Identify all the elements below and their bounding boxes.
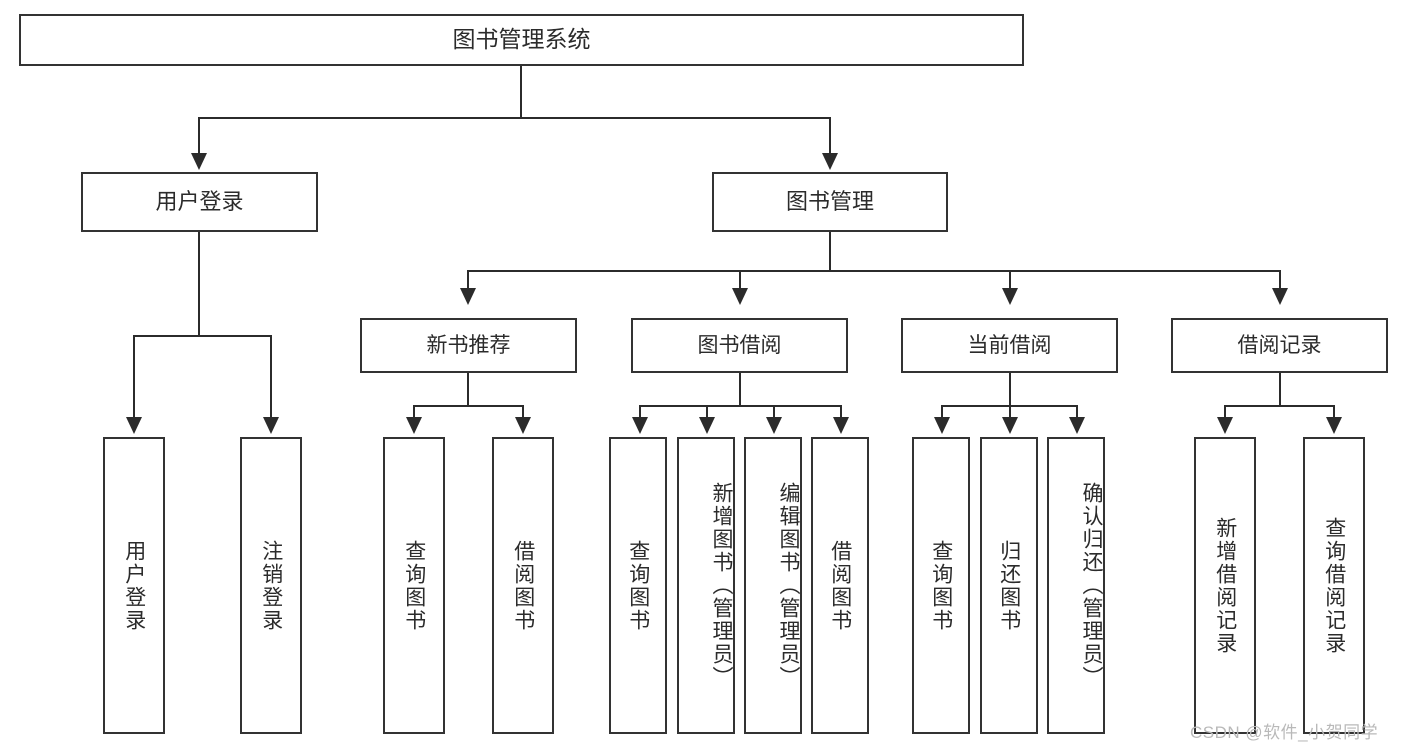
edge-user-login-bar	[133, 335, 272, 337]
edge-bb-stem	[739, 373, 741, 406]
leaf-label: 注销登录	[259, 539, 283, 632]
edge-book-management-bar	[467, 270, 1281, 272]
edge-cb-to-confirm	[1076, 405, 1078, 419]
arrow-nbr-to-query	[406, 417, 422, 434]
edge-cb-stem	[1009, 373, 1011, 406]
leaf-label: 查询图书	[929, 539, 953, 632]
node-borrow-record[interactable]: 借阅记录	[1171, 318, 1388, 373]
edge-bb-to-query	[639, 405, 641, 419]
leaf-label: 新增借阅记录	[1213, 516, 1237, 655]
leaf-label: 查询图书	[402, 539, 426, 632]
node-label: 图书借阅	[697, 333, 782, 357]
node-book-management[interactable]: 图书管理	[712, 172, 948, 232]
node-label: 当前借阅	[967, 333, 1052, 357]
leaf-new-book-query-book[interactable]: 查询图书	[383, 437, 445, 734]
arrow-nbr-to-borrow	[515, 417, 531, 434]
edge-nbr-to-query	[413, 405, 415, 419]
arrow-root-to-book-management	[822, 153, 838, 170]
edge-br-to-add	[1224, 405, 1226, 419]
csdn-watermark: CSDN @软件_小贺同学	[1190, 723, 1379, 742]
leaf-label: 归还图书	[997, 539, 1021, 632]
edge-bb-to-add	[706, 405, 708, 419]
edge-cb-to-return	[1009, 405, 1011, 419]
arrow-user-login-to-login	[126, 417, 142, 434]
edge-bm-to-borrow-record	[1279, 270, 1281, 290]
edge-bm-to-current-borrow	[1009, 270, 1011, 290]
edge-cb-to-query	[941, 405, 943, 419]
edge-bm-to-new-book	[467, 270, 469, 290]
arrow-cb-to-return	[1002, 417, 1018, 434]
arrow-br-to-query	[1326, 417, 1342, 434]
leaf-label: 编辑图书（管理员）	[777, 482, 800, 689]
leaf-label: 查询借阅记录	[1322, 516, 1346, 655]
edge-root-bar	[198, 117, 831, 119]
edge-root-to-user-login	[198, 117, 200, 155]
leaf-label: 新增图书（管理员）	[710, 482, 733, 689]
arrow-bm-to-new-book	[460, 288, 476, 305]
arrow-bb-to-borrow	[833, 417, 849, 434]
node-label: 图书管理	[785, 188, 874, 214]
edge-root-to-book-management	[829, 117, 831, 155]
node-root-book-management-system[interactable]: 图书管理系统	[19, 14, 1024, 66]
leaf-user-login-logout[interactable]: 注销登录	[240, 437, 302, 734]
edge-book-management-stem	[829, 232, 831, 272]
leaf-new-book-borrow-book[interactable]: 借阅图书	[492, 437, 554, 734]
leaf-book-borrow-query-book[interactable]: 查询图书	[609, 437, 667, 734]
leaf-borrow-record-add-record[interactable]: 新增借阅记录	[1194, 437, 1256, 734]
arrow-cb-to-query	[934, 417, 950, 434]
arrow-bm-to-current-borrow	[1002, 288, 1018, 305]
arrow-root-to-user-login	[191, 153, 207, 170]
leaf-label: 借阅图书	[828, 539, 852, 632]
arrow-cb-to-confirm	[1069, 417, 1085, 434]
node-current-borrow[interactable]: 当前借阅	[901, 318, 1118, 373]
arrow-bb-to-query	[632, 417, 648, 434]
arrow-bm-to-book-borrow	[732, 288, 748, 305]
node-label: 新书推荐	[426, 333, 511, 357]
edge-br-stem	[1279, 373, 1281, 406]
leaf-current-borrow-query-book[interactable]: 查询图书	[912, 437, 970, 734]
node-new-book-recommend[interactable]: 新书推荐	[360, 318, 577, 373]
edge-root-stem	[520, 66, 522, 118]
node-label: 用户登录	[155, 188, 244, 214]
edge-nbr-stem	[467, 373, 469, 406]
leaf-user-login-login[interactable]: 用户登录	[103, 437, 165, 734]
leaf-current-borrow-return-book[interactable]: 归还图书	[980, 437, 1038, 734]
arrow-bb-to-edit	[766, 417, 782, 434]
arrow-bb-to-add	[699, 417, 715, 434]
leaf-book-borrow-edit-book-admin[interactable]: 编辑图书（管理员）	[744, 437, 802, 734]
node-book-borrow[interactable]: 图书借阅	[631, 318, 848, 373]
leaf-label: 确认归还（管理员）	[1080, 482, 1103, 689]
edge-nbr-bar	[413, 405, 524, 407]
edge-user-login-stem	[198, 232, 200, 336]
arrow-br-to-add	[1217, 417, 1233, 434]
edge-bb-to-borrow	[840, 405, 842, 419]
leaf-label: 借阅图书	[511, 539, 535, 632]
arrow-user-login-to-logout	[263, 417, 279, 434]
node-label: 图书管理系统	[452, 26, 591, 53]
edge-nbr-to-borrow	[522, 405, 524, 419]
edge-bb-to-edit	[773, 405, 775, 419]
leaf-label: 用户登录	[122, 539, 146, 632]
edge-br-to-query	[1333, 405, 1335, 419]
arrow-bm-to-borrow-record	[1272, 288, 1288, 305]
node-user-login[interactable]: 用户登录	[81, 172, 318, 232]
leaf-book-borrow-borrow-book[interactable]: 借阅图书	[811, 437, 869, 734]
node-label: 借阅记录	[1237, 333, 1322, 357]
edge-user-login-to-login	[133, 335, 135, 419]
edge-user-login-to-logout	[270, 335, 272, 419]
leaf-borrow-record-query-record[interactable]: 查询借阅记录	[1303, 437, 1365, 734]
leaf-label: 查询图书	[626, 539, 650, 632]
edge-br-bar	[1224, 405, 1335, 407]
edge-bm-to-book-borrow	[739, 270, 741, 290]
leaf-current-borrow-confirm-return-admin[interactable]: 确认归还（管理员）	[1047, 437, 1105, 734]
leaf-book-borrow-add-book-admin[interactable]: 新增图书（管理员）	[677, 437, 735, 734]
edge-bb-bar	[639, 405, 842, 407]
